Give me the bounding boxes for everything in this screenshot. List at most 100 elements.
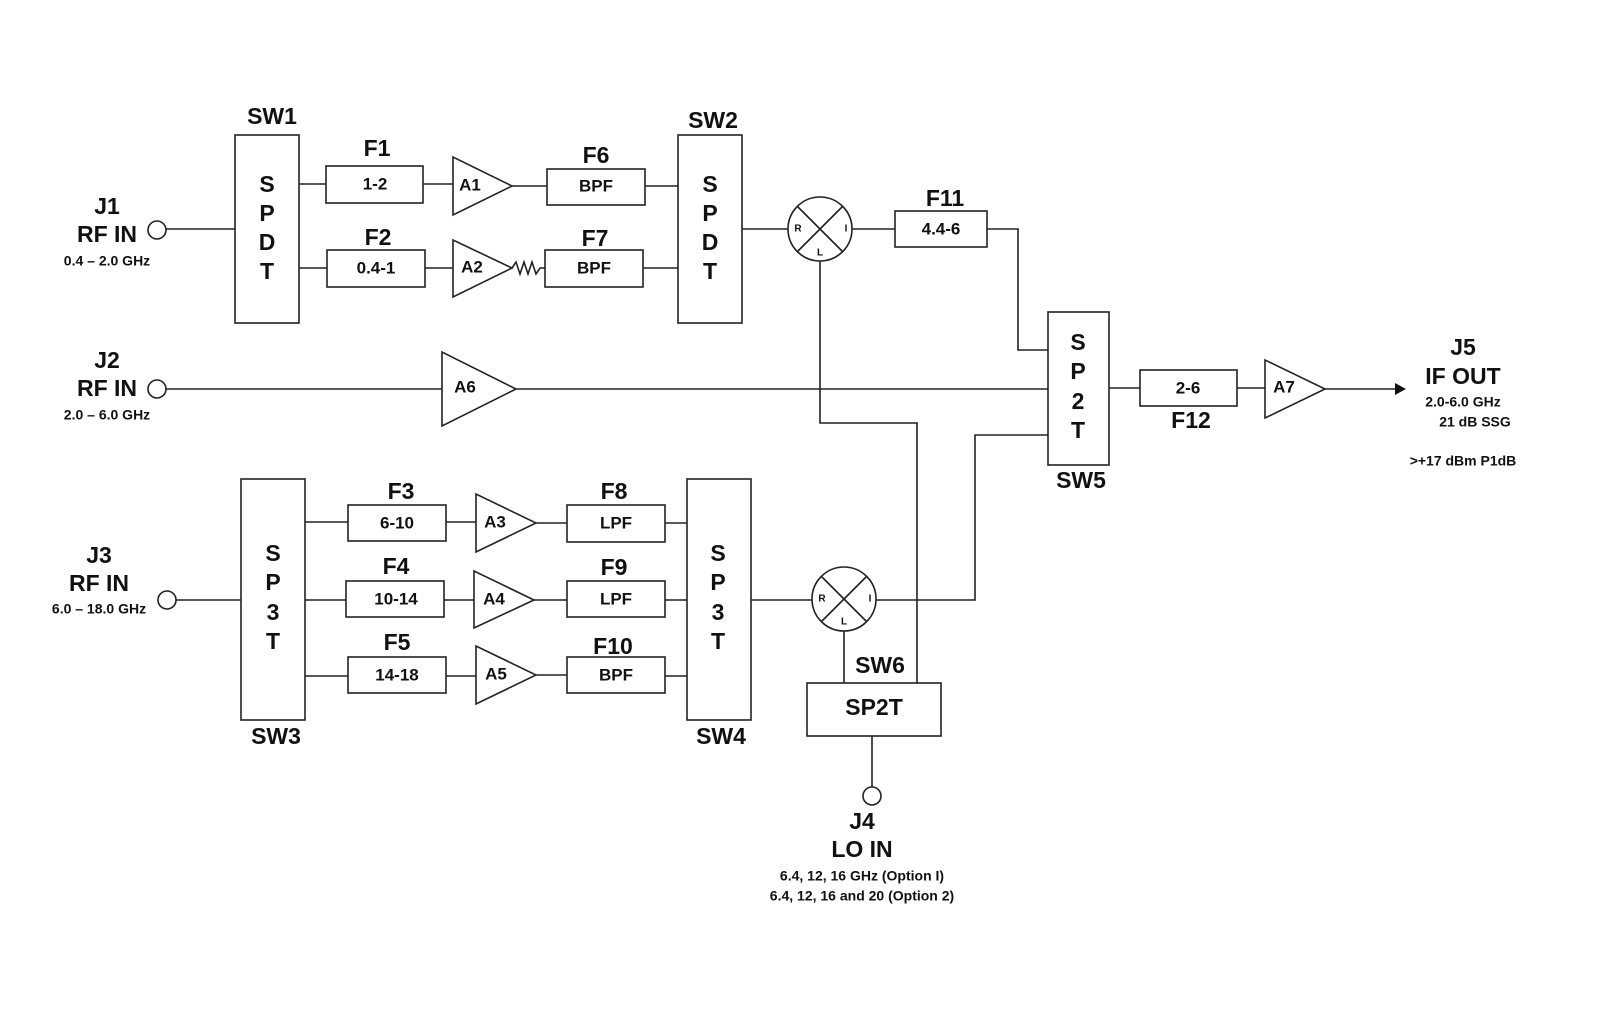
- filter-label: F1: [364, 135, 391, 161]
- switch-sw6: SW6 SP2T: [806, 652, 942, 737]
- port-j4: J4 LO IN 6.4, 12, 16 GHz (Option I) 6.4,…: [770, 786, 954, 904]
- switch-label: SW4: [696, 723, 746, 749]
- mixer-port-r: R: [794, 224, 802, 235]
- port-option2: 6.4, 12, 16 and 20 (Option 2): [770, 888, 954, 904]
- amplifier-icon: [1264, 358, 1327, 420]
- amplifier-a1: A1: [452, 155, 514, 217]
- port-name: J5: [1450, 334, 1476, 360]
- wires: [166, 183, 1406, 787]
- switch-label: SW5: [1056, 467, 1106, 493]
- filter-value: 2-6: [1176, 378, 1201, 397]
- amplifier-icon: [473, 569, 536, 630]
- port-p1db: >+17 dBm P1dB: [1410, 453, 1517, 469]
- amplifier-a6: A6: [441, 350, 518, 428]
- port-range: 2.0 – 6.0 GHz: [64, 407, 150, 423]
- switch-label: SW3: [251, 723, 301, 749]
- switch-sw1: SW1 S P D T: [234, 103, 300, 324]
- amplifier-a5: A5: [475, 644, 538, 706]
- amplifier-label: A7: [1273, 377, 1295, 396]
- filter-label: F3: [388, 478, 415, 504]
- port-type: RF IN: [77, 375, 137, 401]
- filter-value: 10-14: [374, 589, 418, 608]
- port-j5: J5 IF OUT 2.0-6.0 GHz 21 dB SSG >+17 dBm…: [1410, 334, 1517, 469]
- mixer-port-i: I: [845, 224, 848, 235]
- amplifier-icon: [475, 492, 538, 554]
- filter-label: F8: [601, 478, 628, 504]
- switch-letter: T: [1071, 417, 1085, 443]
- switch-letter: S: [1070, 329, 1085, 355]
- switch-letter: T: [703, 258, 717, 284]
- amplifier-label: A6: [454, 377, 476, 396]
- mixer-port-i: I: [869, 594, 872, 605]
- amplifier-a2: A2: [452, 238, 514, 299]
- switch-sw4: SW4 S P 3 T: [686, 478, 752, 749]
- switch-letter: 3: [267, 599, 280, 625]
- port-type: RF IN: [77, 221, 137, 247]
- switch-letter: S: [265, 540, 280, 566]
- switch-sw3: SW3 S P 3 T: [240, 478, 306, 749]
- switch-type: SP2T: [845, 694, 903, 720]
- filter-label: F12: [1171, 407, 1211, 433]
- switch-letter: T: [711, 628, 725, 654]
- filter-label: F10: [593, 633, 633, 659]
- arrow-icon: [1395, 383, 1406, 395]
- amplifier-label: A1: [459, 175, 481, 194]
- filter-f4: F4 10-14: [345, 553, 445, 618]
- filter-label: F5: [384, 629, 411, 655]
- filter-label: F2: [365, 224, 392, 250]
- filter-label: F9: [601, 554, 628, 580]
- port-type: IF OUT: [1425, 363, 1500, 389]
- port-gain: 21 dB SSG: [1439, 414, 1511, 430]
- amplifier-icon: [441, 350, 518, 428]
- mixer-port-l: L: [841, 617, 847, 628]
- filter-label: F11: [926, 185, 965, 211]
- switch-letter: 2: [1072, 388, 1085, 414]
- switch-label: SW6: [855, 652, 905, 678]
- mixer-2: R I L: [811, 566, 877, 632]
- filter-value: LPF: [600, 589, 632, 608]
- switch-letter: S: [710, 540, 725, 566]
- filter-value: BPF: [577, 258, 611, 277]
- amplifier-icon: [475, 644, 538, 706]
- mixer-port-r: R: [818, 594, 826, 605]
- switch-letter: S: [259, 171, 274, 197]
- port-type: LO IN: [831, 836, 892, 862]
- switch-letter: P: [259, 200, 274, 226]
- switch-sw5: SW5 S P 2 T: [1047, 311, 1110, 493]
- switch-letter: D: [259, 229, 276, 255]
- filter-label: F7: [582, 225, 609, 251]
- filter-value: BPF: [579, 176, 613, 195]
- port-j2: J2 RF IN 2.0 – 6.0 GHz: [64, 347, 167, 423]
- amplifier-a4: A4: [473, 569, 536, 630]
- port-j3: J3 RF IN 6.0 – 18.0 GHz: [52, 542, 177, 617]
- port-type: RF IN: [69, 570, 129, 596]
- amplifier-label: A5: [485, 664, 507, 683]
- port-option1: 6.4, 12, 16 GHz (Option I): [780, 868, 944, 884]
- filter-value: 4.4-6: [922, 219, 961, 238]
- switch-letter: T: [260, 258, 274, 284]
- filter-f11: F11 4.4-6: [894, 185, 988, 248]
- switch-letter: P: [710, 569, 725, 595]
- filter-f3: F36-10: [347, 478, 447, 542]
- switch-letter: P: [1070, 358, 1085, 384]
- amplifier-a7: A7: [1264, 358, 1327, 420]
- filter-value: BPF: [599, 665, 633, 684]
- switch-letter: P: [702, 200, 717, 226]
- amplifier-icon: [452, 238, 514, 299]
- filter-label: F4: [383, 553, 410, 579]
- switch-letter: T: [266, 628, 280, 654]
- amplifier-icon: [452, 155, 514, 217]
- filter-f12: F12 2-6: [1139, 369, 1238, 433]
- mixer-1: R I L: [787, 196, 853, 262]
- port-name: J2: [94, 347, 120, 373]
- port-range: 0.4 – 2.0 GHz: [64, 253, 150, 269]
- filter-f2: F20.4-1: [326, 224, 426, 288]
- port-range: 2.0-6.0 GHz: [1425, 394, 1500, 410]
- port-j1: J1 RF IN 0.4 – 2.0 GHz: [64, 193, 167, 269]
